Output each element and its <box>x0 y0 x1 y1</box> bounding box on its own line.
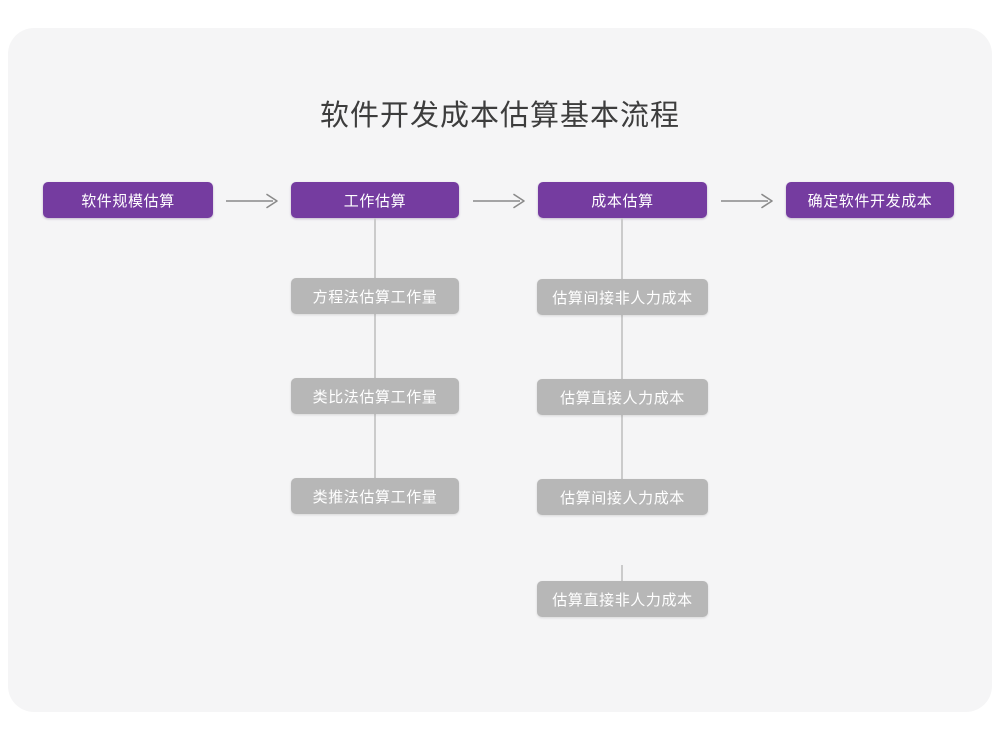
node-software-scale-estimation[interactable]: 软件规模估算 <box>43 182 213 218</box>
arrow-right-icon <box>472 192 528 210</box>
page-title: 软件开发成本估算基本流程 <box>319 100 680 132</box>
connector-line <box>621 315 623 379</box>
node-equation-method-effort[interactable]: 方程法估算工作量 <box>291 278 459 314</box>
node-cost-estimation[interactable]: 成本估算 <box>538 182 707 218</box>
node-indirect-nonlabor-cost[interactable]: 估算间接非人力成本 <box>537 279 708 315</box>
diagram-card <box>8 28 992 712</box>
connector-line <box>621 565 623 581</box>
node-direct-labor-cost[interactable]: 估算直接人力成本 <box>537 379 708 415</box>
node-effort-estimation[interactable]: 工作估算 <box>291 182 459 218</box>
node-determine-development-cost[interactable]: 确定软件开发成本 <box>786 182 954 218</box>
node-analogy-method-effort[interactable]: 类比法估算工作量 <box>291 378 459 414</box>
connector-line <box>621 415 623 479</box>
connector-line <box>374 414 376 478</box>
node-direct-nonlabor-cost[interactable]: 估算直接非人力成本 <box>537 581 708 617</box>
arrow-right-icon <box>225 192 281 210</box>
connector-line <box>374 218 376 278</box>
arrow-right-icon <box>720 192 776 210</box>
node-indirect-labor-cost[interactable]: 估算间接人力成本 <box>537 479 708 515</box>
connector-line <box>621 218 623 279</box>
node-inference-method-effort[interactable]: 类推法估算工作量 <box>291 478 459 514</box>
connector-line <box>374 314 376 378</box>
